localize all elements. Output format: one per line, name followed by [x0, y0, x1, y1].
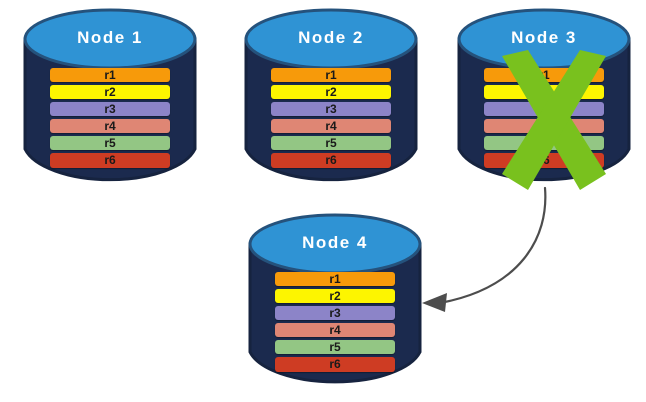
arrowhead-icon	[422, 293, 447, 312]
node-2-rows: r1 r2 r3 r4 r5 r6	[244, 68, 418, 168]
record-r4: r4	[50, 119, 170, 133]
record-r6: r6	[275, 357, 395, 372]
record-r2: r2	[50, 85, 170, 99]
node-4-rows: r1 r2 r3 r4 r5 r6	[248, 272, 422, 372]
record-r6: r6	[50, 153, 170, 168]
record-r1: r1	[271, 68, 391, 82]
record-r1: r1	[50, 68, 170, 82]
record-r6: r6	[271, 153, 391, 168]
node-1-rows: r1 r2 r3 r4 r5 r6	[23, 68, 197, 168]
record-r5: r5	[275, 340, 395, 354]
record-r1: r1	[275, 272, 395, 286]
record-r3: r3	[275, 306, 395, 320]
record-r2: r2	[275, 289, 395, 303]
record-r5: r5	[271, 136, 391, 150]
record-r5: r5	[50, 136, 170, 150]
record-r4: r4	[275, 323, 395, 337]
record-r3: r3	[271, 102, 391, 116]
record-r4: r4	[271, 119, 391, 133]
record-r2: r2	[271, 85, 391, 99]
record-r3: r3	[50, 102, 170, 116]
